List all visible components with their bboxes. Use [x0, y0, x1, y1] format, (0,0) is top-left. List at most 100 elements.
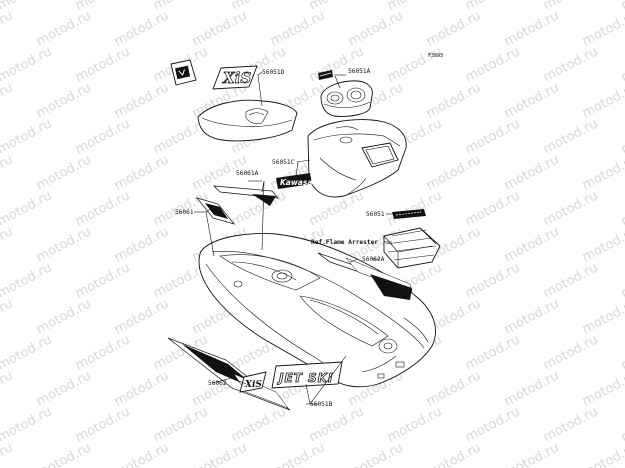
- watermark-text: motod.ru: [463, 44, 523, 85]
- instrument-panel: [320, 80, 373, 117]
- watermark-text: motod.ru: [151, 404, 211, 445]
- part-labels: 56051D 56051A 56051C 56061A 56061 56051 …: [175, 68, 385, 408]
- watermark-text: motod.ru: [541, 260, 601, 301]
- watermark-text: motod.ru: [385, 188, 445, 229]
- decal-56051: [392, 209, 426, 219]
- part-label-56062: 56062: [208, 380, 227, 387]
- watermark-text: motod.ru: [0, 116, 55, 157]
- watermark-text: motod.ru: [502, 368, 562, 409]
- watermark-text: motod.ru: [112, 8, 172, 49]
- watermark-text: motod.ru: [73, 332, 133, 373]
- watermark-text: motod.ru: [34, 80, 94, 121]
- xis-text: XiS: [222, 69, 251, 87]
- watermark-text: motod.ru: [424, 440, 484, 468]
- watermark-text: motod.ru: [0, 8, 16, 49]
- watermark-text: motod.ru: [0, 260, 55, 301]
- watermark-text: motod.ru: [0, 44, 55, 85]
- watermark-text: motod.ru: [502, 296, 562, 337]
- watermark-text: motod.ru: [619, 0, 625, 14]
- watermark-text: motod.ru: [502, 440, 562, 468]
- watermark-text: motod.ru: [73, 404, 133, 445]
- stripe-decal-56061a: [213, 185, 279, 206]
- watermark-text: motod.ru: [463, 116, 523, 157]
- watermark-text: motod.ru: [619, 44, 625, 85]
- figure-code: F3893: [428, 53, 443, 59]
- watermark-text: motod.ru: [580, 8, 625, 49]
- leader-lines: [194, 71, 394, 405]
- watermark-text: motod.ru: [385, 404, 445, 445]
- part-label-56061A: 56061A: [236, 170, 259, 177]
- watermark-text: motod.ru: [112, 224, 172, 265]
- watermark-text: motod.ru: [580, 80, 625, 121]
- watermark-text: motod.ru: [463, 188, 523, 229]
- watermark-text: motod.ru: [73, 116, 133, 157]
- watermark-text: motod.ru: [0, 296, 16, 337]
- watermark-text: motod.ru: [502, 152, 562, 193]
- watermark-text: motod.ru: [190, 8, 250, 49]
- watermark-text: motod.ru: [346, 440, 406, 468]
- part-label-56051C: 56051C: [272, 159, 295, 166]
- watermark-text: motod.ru: [580, 440, 625, 468]
- emblem-decal: [170, 59, 197, 86]
- watermark-text: motod.ru: [112, 80, 172, 121]
- watermark-text: motod.ru: [619, 188, 625, 229]
- stripe-decal-56062a: [317, 252, 413, 300]
- watermark-text: motod.ru: [229, 404, 289, 445]
- watermark-text: motod.ru: [580, 152, 625, 193]
- watermark-text: motod.ru: [112, 296, 172, 337]
- watermark-text: motod.ru: [112, 368, 172, 409]
- watermark-text: motod.ru: [541, 44, 601, 85]
- watermark-text: motod.ru: [0, 368, 16, 409]
- xis-hull-decal: XiS: [239, 371, 267, 393]
- watermark-text: motod.ru: [580, 224, 625, 265]
- watermark-text: motod.ru: [619, 404, 625, 445]
- jetski-text: JET SKI: [277, 371, 333, 385]
- watermark-text: motod.ru: [619, 332, 625, 373]
- watermark-text: motod.ru: [34, 224, 94, 265]
- svg-text:XiS: XiS: [244, 380, 262, 390]
- watermark-text: motod.ru: [34, 296, 94, 337]
- part-label-56051A: 56051A: [348, 68, 371, 75]
- watermark-text: motod.ru: [0, 80, 16, 121]
- reference-label: Ref.Flame Arrester: [311, 239, 378, 246]
- watermark-text: motod.ru: [0, 404, 55, 445]
- part-label-56062A: 56062A: [362, 256, 385, 263]
- watermark-text: motod.ru: [0, 188, 55, 229]
- watermark-text: motod.ru: [502, 80, 562, 121]
- watermark-text: motod.ru: [307, 404, 367, 445]
- watermark-text: motod.ru: [463, 404, 523, 445]
- watermark-text: motod.ru: [190, 440, 250, 468]
- part-label-56061: 56061: [175, 209, 194, 216]
- watermark-text: motod.ru: [0, 332, 55, 373]
- watermark-text: motod.ru: [424, 80, 484, 121]
- watermark-text: motod.ru: [0, 152, 16, 193]
- watermark-text: motod.ru: [73, 188, 133, 229]
- watermark-text: motod.ru: [541, 188, 601, 229]
- watermark-text: motod.ru: [502, 224, 562, 265]
- stripe-decal-56061: [196, 197, 235, 225]
- watermark-text: motod.ru: [73, 44, 133, 85]
- watermark-text: motod.ru: [541, 332, 601, 373]
- watermark-text: motod.ru: [112, 152, 172, 193]
- part-label-56051: 56051: [366, 211, 385, 218]
- jetski-decal: JET SKI: [271, 361, 343, 389]
- seat: [197, 99, 298, 142]
- part-label-56051D: 56051D: [262, 69, 285, 76]
- watermark-text: motod.ru: [424, 152, 484, 193]
- watermark-text: motod.ru: [112, 440, 172, 468]
- watermark-text: motod.ru: [346, 8, 406, 49]
- hood: [307, 119, 407, 198]
- watermark-text: motod.ru: [34, 368, 94, 409]
- watermark-text: motod.ru: [463, 332, 523, 373]
- watermark-text: motod.ru: [619, 260, 625, 301]
- watermark-text: motod.ru: [34, 152, 94, 193]
- watermark-text: motod.ru: [619, 116, 625, 157]
- small-decal-56051a: [318, 70, 333, 80]
- kawasaki-decal: Kawasaki: [276, 173, 320, 189]
- watermark-text: motod.ru: [73, 260, 133, 301]
- watermark-text: motod.ru: [580, 296, 625, 337]
- watermark-text: motod.ru: [502, 8, 562, 49]
